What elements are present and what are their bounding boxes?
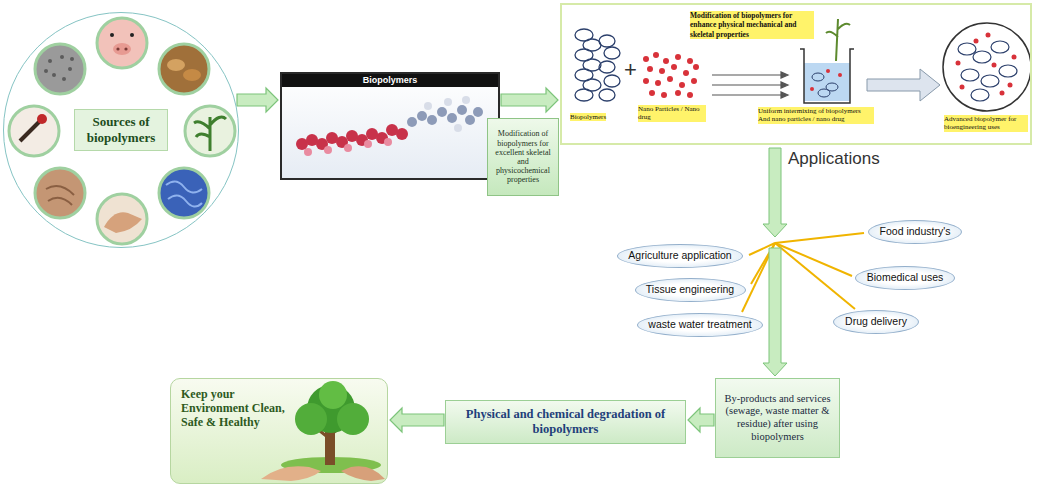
application-text: Biomedical uses [867, 272, 943, 284]
block-arrow [390, 408, 444, 432]
step-label: Uniform intermixing of biopolymers And n… [758, 107, 874, 124]
application-text: Drug delivery [845, 316, 907, 328]
application-text: Agriculture application [628, 250, 731, 262]
part-label: Biopolymers [570, 113, 606, 121]
environment-box: Keep your Environment Clean, Safe & Heal… [170, 378, 388, 484]
application-ellipse: Food industry's [868, 220, 962, 244]
application-ellipse: Agriculture application [617, 244, 743, 268]
source-circle: Sources of biopolymers [3, 12, 239, 248]
application-ellipse: Drug delivery [833, 310, 919, 334]
step-label: Modification of biopolymers for enhance … [690, 11, 814, 39]
block-arrow [688, 408, 714, 432]
process-text: Physical and chemical degradation of bio… [451, 407, 680, 437]
section-label: Applications [788, 150, 880, 169]
plus-sign: + [624, 59, 637, 81]
window-title: Biopolymers [282, 74, 498, 87]
application-text: waste water treatment [648, 319, 751, 331]
process-text: By-products and services (sewage, waste … [721, 393, 834, 443]
part-label: Nano Particles / Nano drug [638, 105, 706, 122]
application-text: Food industry's [880, 226, 951, 238]
block-arrow [763, 248, 787, 376]
application-ellipse: Biomedical uses [855, 266, 955, 290]
molecule-picture [282, 74, 498, 178]
process-box: Physical and chemical degradation of bio… [445, 400, 686, 444]
node-label: Sources of biopolymers [74, 109, 168, 150]
note-box: Modification of biopolymers for excellen… [487, 118, 559, 196]
block-arrow [763, 148, 787, 237]
spoke-lines [742, 233, 864, 312]
process-box: By-products and services (sewage, waste … [715, 378, 840, 458]
application-ellipse: waste water treatment [637, 313, 763, 337]
block-arrow [501, 88, 558, 112]
image-window: Biopolymers [280, 72, 500, 180]
slogan-text: Keep your Environment Clean, Safe & Heal… [181, 387, 285, 429]
process-panel: Biopolymers + Nano Particles / Nano drug Mo… [560, 3, 1032, 145]
application-ellipse: Tissue engineering [635, 278, 746, 302]
application-text: Tissue engineering [646, 284, 734, 296]
block-arrow [237, 88, 278, 112]
result-label: Advanced biopolymer for bioengineering u… [944, 115, 1028, 132]
note-text: Modification of biopolymers for excellen… [492, 129, 554, 184]
